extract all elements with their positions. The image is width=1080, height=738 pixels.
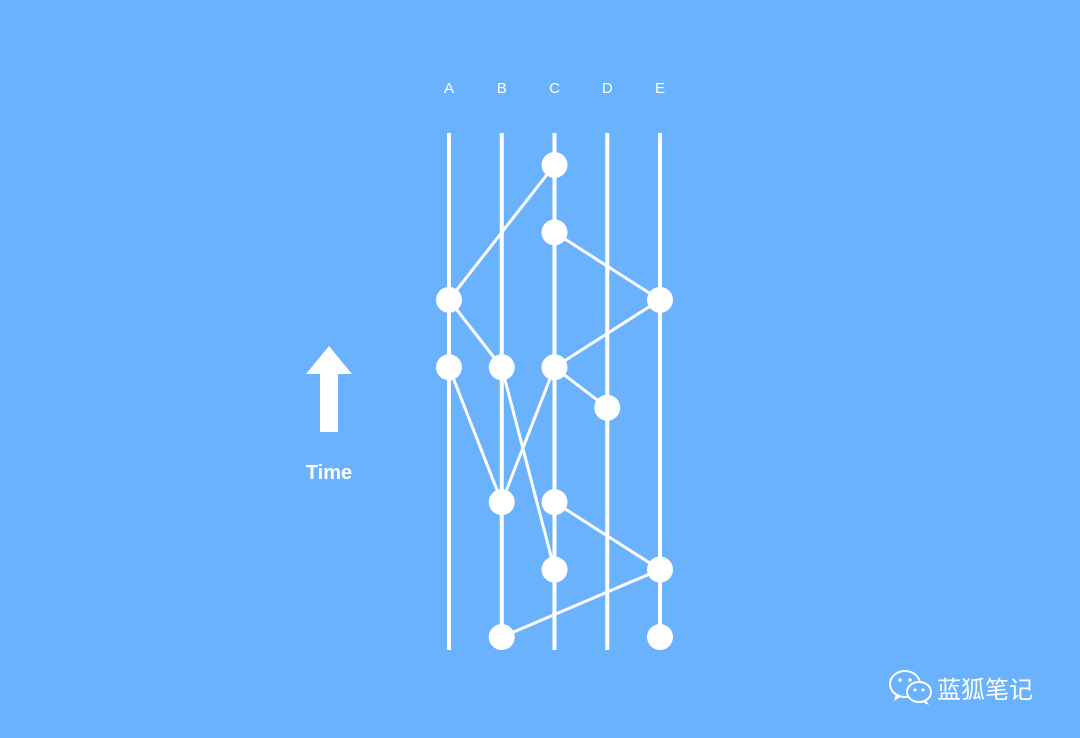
link-b1-e2 xyxy=(501,568,661,639)
event-node-e6 xyxy=(647,286,673,313)
link-c3-e2 xyxy=(553,500,661,571)
event-node-e2 xyxy=(647,556,673,583)
link-b3-c5 xyxy=(500,366,556,503)
column-timelines xyxy=(447,133,662,650)
event-links xyxy=(447,164,661,639)
column-label-e: E xyxy=(655,80,665,97)
event-node-e1 xyxy=(647,624,673,650)
link-a6-b5 xyxy=(447,298,503,369)
link-a5-b3 xyxy=(447,366,504,503)
event-node-b5 xyxy=(488,354,515,381)
column-label-d: D xyxy=(602,80,613,97)
link-c5-e6 xyxy=(553,298,661,369)
event-node-a6 xyxy=(436,286,462,313)
event-node-c2 xyxy=(541,556,568,583)
watermark-text: 蓝狐笔记 xyxy=(937,676,1033,704)
column-label-b: B xyxy=(497,80,507,97)
event-node-b1 xyxy=(488,624,515,650)
watermark: 蓝狐笔记 xyxy=(889,670,1033,705)
column-label-a: A xyxy=(444,80,454,97)
event-node-c3 xyxy=(541,489,568,516)
event-node-c7 xyxy=(541,219,568,246)
link-b5-c2 xyxy=(500,366,556,570)
time-arrow-icon xyxy=(306,346,352,432)
link-a6-c8 xyxy=(447,164,556,301)
column-labels: A B C D E xyxy=(444,80,665,97)
event-nodes xyxy=(436,151,673,650)
time-axis-label: Time xyxy=(306,462,352,484)
event-node-a5 xyxy=(436,354,462,381)
event-node-c5 xyxy=(541,354,568,381)
event-node-b3 xyxy=(488,489,515,516)
event-node-c8 xyxy=(541,151,568,178)
event-node-d4 xyxy=(594,394,621,421)
link-e6-c7 xyxy=(553,231,661,302)
wechat-icon xyxy=(889,670,932,705)
column-label-c: C xyxy=(549,80,560,97)
